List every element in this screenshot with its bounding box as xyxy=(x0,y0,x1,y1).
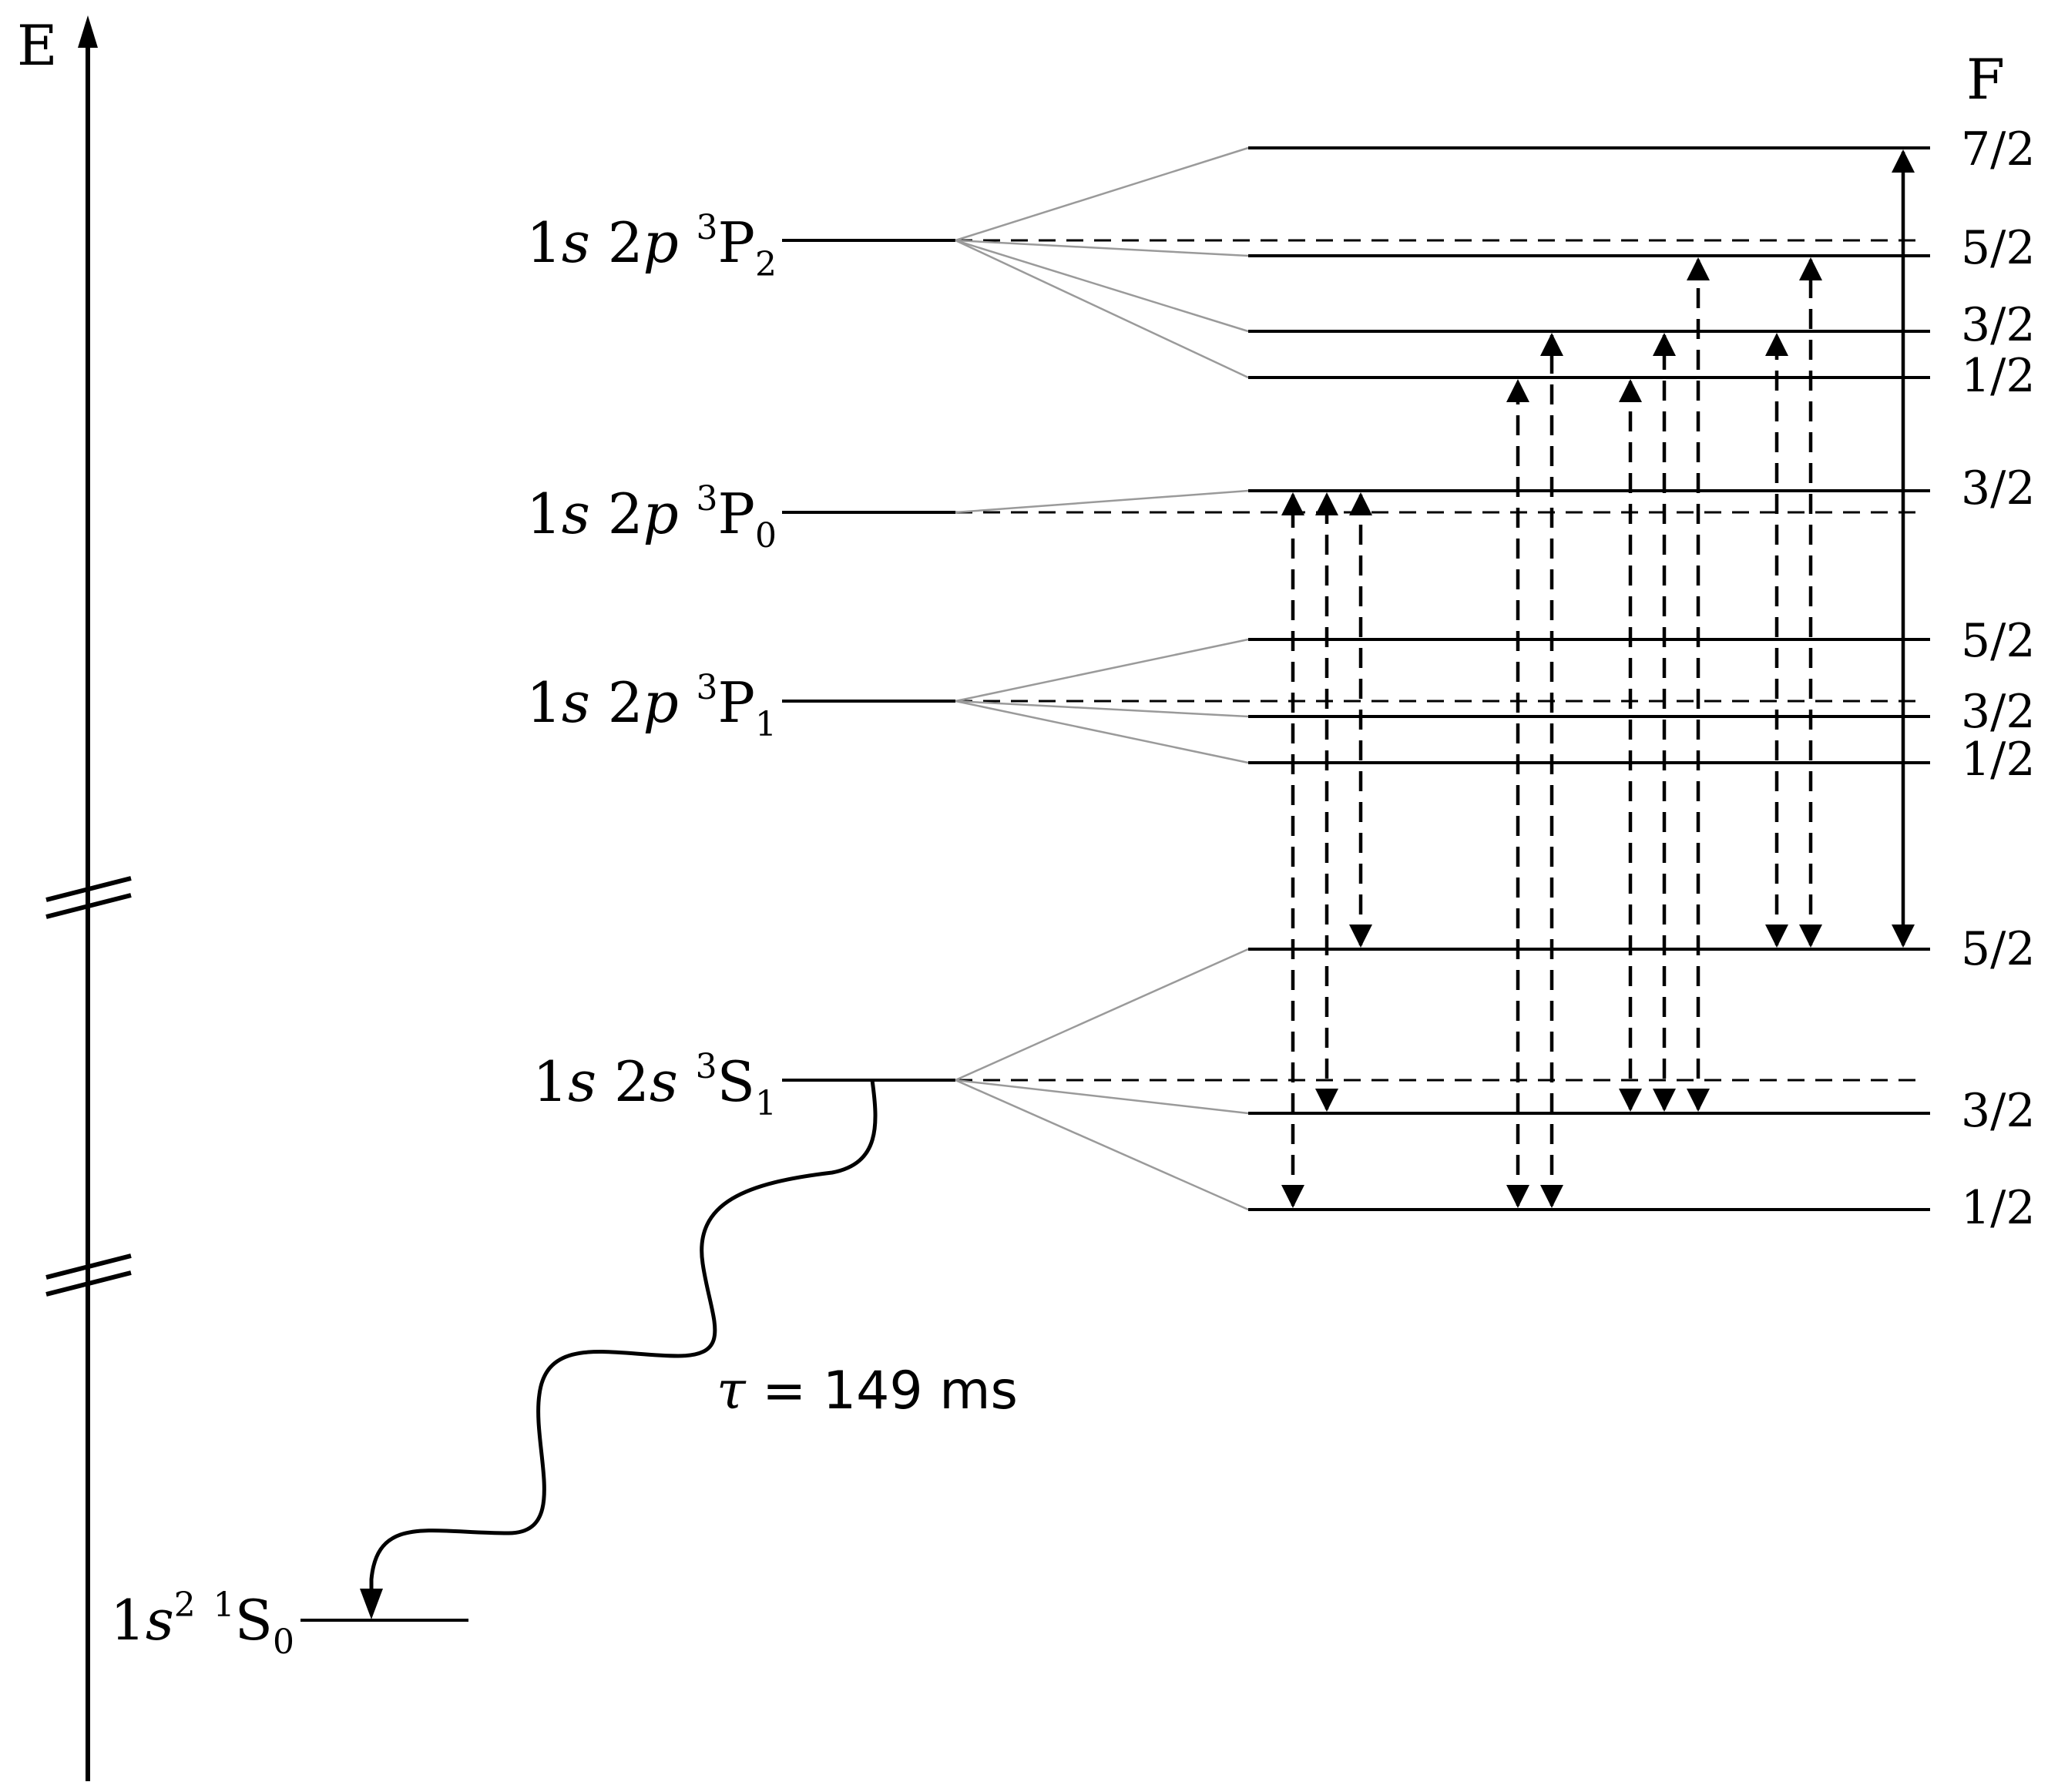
f-label-3p0-32: 3/2 xyxy=(1961,461,2036,515)
axis-arrowhead-icon xyxy=(78,15,98,48)
fan-3p2-72 xyxy=(955,146,1249,242)
f-label-3s1-12: 1/2 xyxy=(1961,1181,2036,1235)
fan-3s1-12 xyxy=(955,1079,1249,1211)
transition-arrows xyxy=(1281,149,1915,1208)
f-label-3p1-52: 5/2 xyxy=(1961,614,2036,668)
f-label-3p2-52: 5/2 xyxy=(1961,221,2036,275)
f-label-3p2-72: 7/2 xyxy=(1961,122,2036,176)
axis-break-lower-a xyxy=(45,1253,132,1280)
fan-3p1-32 xyxy=(955,700,1249,718)
decay-arrow xyxy=(360,1079,878,1619)
fan-3p1-12 xyxy=(955,700,1249,764)
fan-3p2-12 xyxy=(955,239,1249,379)
f-label-3p1-12: 1/2 xyxy=(1961,733,2036,787)
hyperfine-labels: 7/2 5/2 3/2 1/2 3/2 5/2 3/2 1/2 5/2 3/2 … xyxy=(1961,122,2036,1235)
axis-break-upper-a xyxy=(45,876,132,902)
f-label-3p1-32: 3/2 xyxy=(1961,685,2036,739)
decay-arrowhead-icon xyxy=(360,1589,383,1619)
fine-levels xyxy=(300,239,955,1622)
fan-3p1-52 xyxy=(955,638,1249,703)
term-label-3s1: 1s 2s 3S1 xyxy=(532,1047,777,1123)
term-label-ground: 1s2 1S0 xyxy=(110,1586,294,1662)
fan-lines xyxy=(955,146,1249,1211)
fan-3s1-32 xyxy=(955,1079,1249,1115)
f-header: F xyxy=(1966,47,2005,112)
fine-level-dashes xyxy=(955,239,1922,1082)
f-label-3p2-12: 1/2 xyxy=(1961,349,2036,403)
term-label-3p0: 1s 2p 3P0 xyxy=(526,479,777,555)
f-label-3s1-32: 3/2 xyxy=(1961,1084,2036,1138)
lifetime-label: τ = 149 ms xyxy=(717,1361,1018,1421)
axis-break-lower-b xyxy=(45,1270,132,1297)
term-labels: 1s 2p 3P2 1s 2p 3P0 1s 2p 3P1 1s 2s 3S1 … xyxy=(110,208,777,1662)
fan-3p2-52 xyxy=(955,239,1249,257)
term-label-3p2: 1s 2p 3P2 xyxy=(526,208,777,284)
term-label-3p1: 1s 2p 3P1 xyxy=(526,668,777,744)
axis-break-upper-b xyxy=(45,893,132,919)
f-label-3s1-52: 5/2 xyxy=(1961,922,2036,976)
axis-label: E xyxy=(17,13,58,78)
hyperfine-levels xyxy=(1248,146,1930,1211)
energy-axis: E xyxy=(17,13,132,1781)
decay-wave xyxy=(369,1079,878,1610)
f-label-3p2-32: 3/2 xyxy=(1961,298,2036,352)
fan-3p2-32 xyxy=(955,239,1249,333)
fan-3p0-32 xyxy=(955,489,1249,514)
fan-3s1-52 xyxy=(955,948,1249,1082)
